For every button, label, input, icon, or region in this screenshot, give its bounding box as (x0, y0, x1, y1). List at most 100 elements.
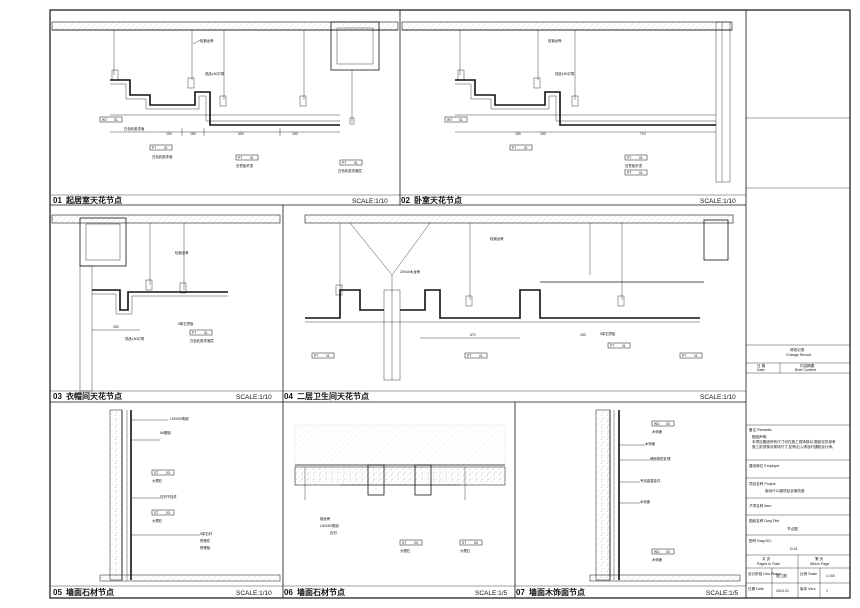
detail-07-no: 07 (516, 588, 525, 597)
note-03-b: 5厚石膏板 (178, 321, 194, 326)
version-value: 1 (826, 589, 828, 593)
dim-01-d: 150 (292, 132, 298, 136)
note-04-c: 5厚石膏板 (600, 331, 616, 336)
svg-text:大理石: 大理石 (400, 548, 411, 553)
detail-06-scale: SCALE:1/5 (475, 590, 508, 597)
tag-06-b: ST (462, 541, 466, 545)
svg-text:03: 03 (666, 550, 670, 554)
revision-title-en: Change Record (786, 353, 811, 357)
phase-label: 设计阶段 Des.Phase (748, 571, 781, 576)
scale-label: 比例 Scale (800, 571, 817, 576)
dim-04-b: 150 (580, 333, 586, 337)
detail-04-title: 二层卫生间天花节点 (297, 391, 369, 401)
note-03-a: 轻钢龙骨 (175, 250, 189, 255)
detail-05-scale: SCALE:1/10 (236, 590, 272, 597)
phase-value: 施工图 (776, 573, 787, 578)
date-header-en: Date (757, 368, 765, 372)
svg-text:01: 01 (326, 354, 330, 358)
detail-03-scale: SCALE:1/10 (236, 394, 272, 401)
note-01-b: 成品L50灯带 (205, 71, 225, 76)
note-05-b: 8#槽钢 (160, 430, 171, 435)
svg-text:01: 01 (639, 156, 643, 160)
note-07-d: 墙面基层处理 (650, 456, 671, 461)
remarks-line-2: 本项目图纸所有尺寸均在施工现场核对,图纸仅供参考 (752, 439, 836, 444)
svg-text:01: 01 (250, 156, 254, 160)
svg-text:大理石: 大理石 (152, 478, 163, 483)
detail-03-title: 衣帽间天花节点 (66, 391, 122, 401)
svg-text:01: 01 (459, 118, 463, 122)
note-05-e: 预埋件 (200, 538, 211, 543)
detail-06-title: 墙面石材节点 (297, 587, 345, 597)
svg-text:03: 03 (666, 422, 670, 426)
note-02-a: 轻钢龙骨 (548, 38, 562, 43)
tag-07-b: WD (654, 550, 660, 554)
dwg-title-label: 图纸名称 Dwg.Title (749, 518, 779, 523)
dim-04-a: 670 (470, 333, 476, 337)
tag-05-a: ST (154, 471, 158, 475)
detail-02-title: 卧室天花节点 (414, 195, 462, 205)
remarks-label: 备注 Remarks (749, 427, 772, 432)
employer-label: 建设单位 Employer (749, 463, 780, 468)
svg-text:木饰面: 木饰面 (652, 429, 663, 434)
svg-text:01: 01 (479, 354, 483, 358)
remarks-line-1: 图纸声明: (752, 434, 767, 439)
tag-02-b: PT (512, 146, 516, 150)
tag-01-b: PT (152, 146, 156, 150)
brief-header-en: Brief Content (795, 368, 816, 372)
svg-text:01: 01 (694, 354, 698, 358)
detail-06-no: 06 (284, 588, 293, 597)
tag-04-b: PT (467, 354, 471, 358)
svg-text:大理石: 大理石 (460, 548, 471, 553)
dim-03-a: 300 (113, 325, 119, 329)
tag-01-c: PT (238, 156, 242, 160)
detail-03-no: 03 (53, 392, 62, 401)
svg-text:白色乳胶漆面层: 白色乳胶漆面层 (338, 168, 362, 173)
note-05-a: L50X50角钢 (170, 416, 189, 421)
note-05-c: 石材干挂件 (160, 494, 178, 499)
detail-03-drawing: 300 轻钢龙骨 5厚石膏板 成品L50灯带 PT 01 白色乳胶漆面层 (51, 214, 281, 392)
detail-04-no: 04 (284, 392, 293, 401)
svg-text:白色乳胶漆面层: 白色乳胶漆面层 (190, 338, 214, 343)
dwg-no-label: 图号 Dwg.NO. (749, 538, 772, 543)
note-05-d: 5厚石材 (200, 531, 213, 536)
project-label: 项目名称 Project (749, 481, 776, 486)
note-01-a: 轻钢龙骨 (200, 38, 214, 43)
date-label: 日期 Date (748, 586, 764, 591)
svg-text:石膏板吊顶: 石膏板吊顶 (236, 163, 254, 168)
note-06-c: 石材 (330, 530, 337, 535)
scale-value: 1:100 (826, 574, 835, 578)
tag-02-a: WT (447, 118, 452, 122)
detail-05-drawing: L50X50角钢 8#槽钢 石材干挂件 5厚石材 预埋件 预埋板 ST 03 大… (99, 409, 281, 582)
dim-01-c: 400 (238, 132, 244, 136)
tag-06-a: ST (402, 541, 406, 545)
note-07-b: 专用金属挂件 (640, 478, 661, 483)
panel-titles: 01 起居室天花节点 SCALE:1/10 02 卧室天花节点 SCALE:1/… (53, 195, 739, 597)
note-02-b: 成品L50灯带 (555, 71, 575, 76)
note-06-b: L50X50角钢 (320, 523, 339, 528)
svg-text:白色乳胶漆面: 白色乳胶漆面 (124, 126, 145, 131)
remarks-line-3: 施工前须核对现场尺寸,如有出入请及时通知设计师。 (752, 444, 836, 449)
dim-02-c: 710 (640, 132, 646, 136)
note-04-b: 20X40木龙骨 (400, 269, 421, 274)
detail-05-title: 墙面石材节点 (66, 587, 114, 597)
detail-01-no: 01 (53, 196, 62, 205)
detail-05-no: 05 (53, 588, 62, 597)
note-04-a: 轻钢龙骨 (490, 236, 504, 241)
tag-04-c: PT (610, 344, 614, 348)
detail-04-drawing: 670 150 轻钢龙骨 20X40木龙骨 5厚石膏板 PT 01 PT 01 … (304, 214, 734, 381)
note-03-c: 成品L50灯带 (125, 336, 145, 341)
svg-text:03: 03 (414, 541, 418, 545)
note-06-a: 钢龙骨 (320, 516, 331, 521)
svg-text:01: 01 (622, 344, 626, 348)
svg-text:01: 01 (354, 161, 358, 165)
brief-header-cn: 内容摘要 (800, 363, 815, 368)
pages-total-en: Pages in Total (757, 562, 780, 566)
tag-07-a: WD (654, 422, 660, 426)
detail-06-drawing: 钢龙骨 L50X50角钢 石材 ST 03 大理石 ST 05 大理石 (294, 424, 506, 553)
which-page-en: Which Page (810, 562, 829, 566)
detail-07-scale: SCALE:1/5 (706, 590, 739, 597)
date-value: 2024.01 (776, 589, 789, 593)
dwg-title: 节点图 (787, 526, 798, 531)
tag-04-d: PT (682, 354, 686, 358)
